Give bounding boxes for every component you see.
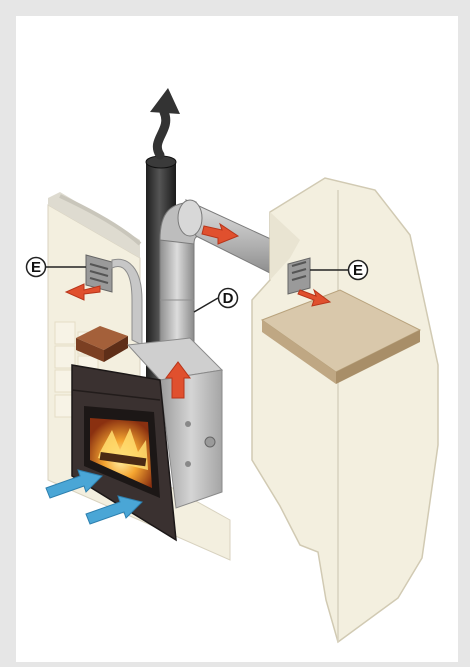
- smoke-arrow-icon: [150, 88, 180, 155]
- right-wall: [252, 178, 438, 642]
- callout-e-left: E: [27, 258, 46, 277]
- svg-text:E: E: [31, 259, 41, 276]
- svg-text:D: D: [223, 290, 234, 307]
- callout-e-right: E: [349, 261, 368, 280]
- vent-grille-right: [288, 258, 310, 294]
- callout-d: D: [219, 289, 238, 308]
- svg-text:E: E: [353, 262, 363, 279]
